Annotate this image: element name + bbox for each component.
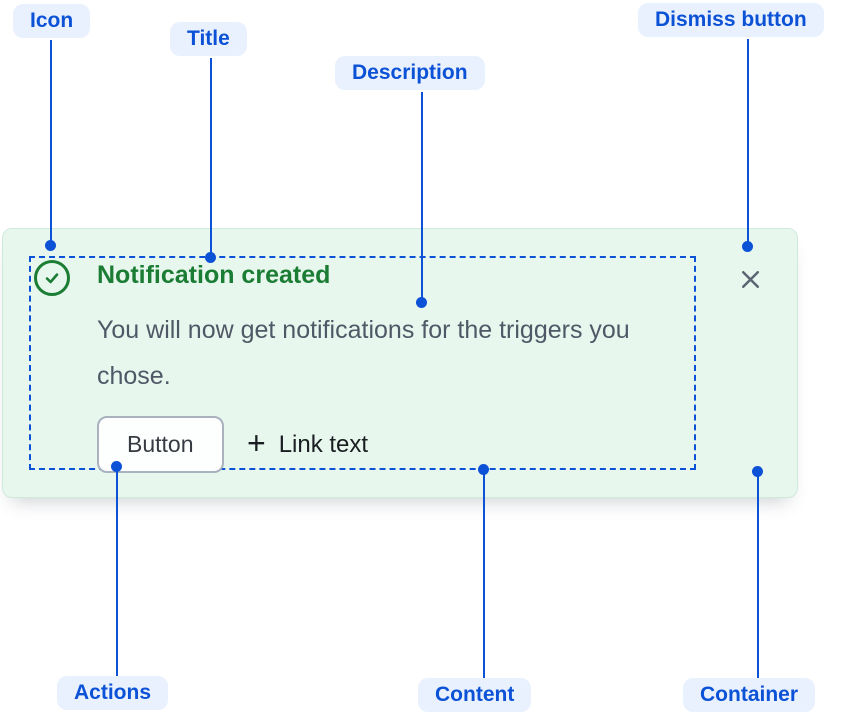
pointer-dot-dismiss: [742, 241, 753, 252]
dismiss-button[interactable]: [731, 260, 769, 298]
label-title: Title: [170, 22, 247, 56]
notification-container: Notification created You will now get no…: [2, 228, 798, 498]
pointer-line-container: [757, 472, 759, 678]
notification-description: You will now get notifications for the t…: [97, 316, 630, 390]
action-link-label: Link text: [278, 430, 369, 458]
label-container: Container: [683, 678, 816, 712]
label-icon: Icon: [13, 4, 91, 38]
action-link[interactable]: + Link text: [247, 416, 368, 473]
pointer-line-actions: [116, 467, 118, 676]
pointer-line-content: [483, 470, 485, 678]
pointer-dot-description: [416, 297, 427, 308]
close-icon: [738, 267, 763, 292]
pointer-line-description: [421, 92, 423, 303]
notification-title: Notification created: [97, 261, 331, 289]
label-description: Description: [335, 56, 485, 90]
label-dismiss-button: Dismiss button: [638, 3, 824, 37]
success-check-icon: [34, 260, 70, 296]
pointer-line-title: [210, 58, 212, 258]
pointer-dot-title: [205, 252, 216, 263]
pointer-dot-icon: [45, 240, 56, 251]
pointer-line-icon: [50, 40, 52, 246]
pointer-dot-content: [478, 464, 489, 475]
label-actions: Actions: [57, 676, 169, 710]
plus-icon: +: [247, 425, 266, 461]
pointer-dot-container: [752, 466, 763, 477]
pointer-dot-actions: [111, 461, 122, 472]
pointer-line-dismiss: [747, 39, 749, 247]
label-content: Content: [418, 678, 532, 712]
